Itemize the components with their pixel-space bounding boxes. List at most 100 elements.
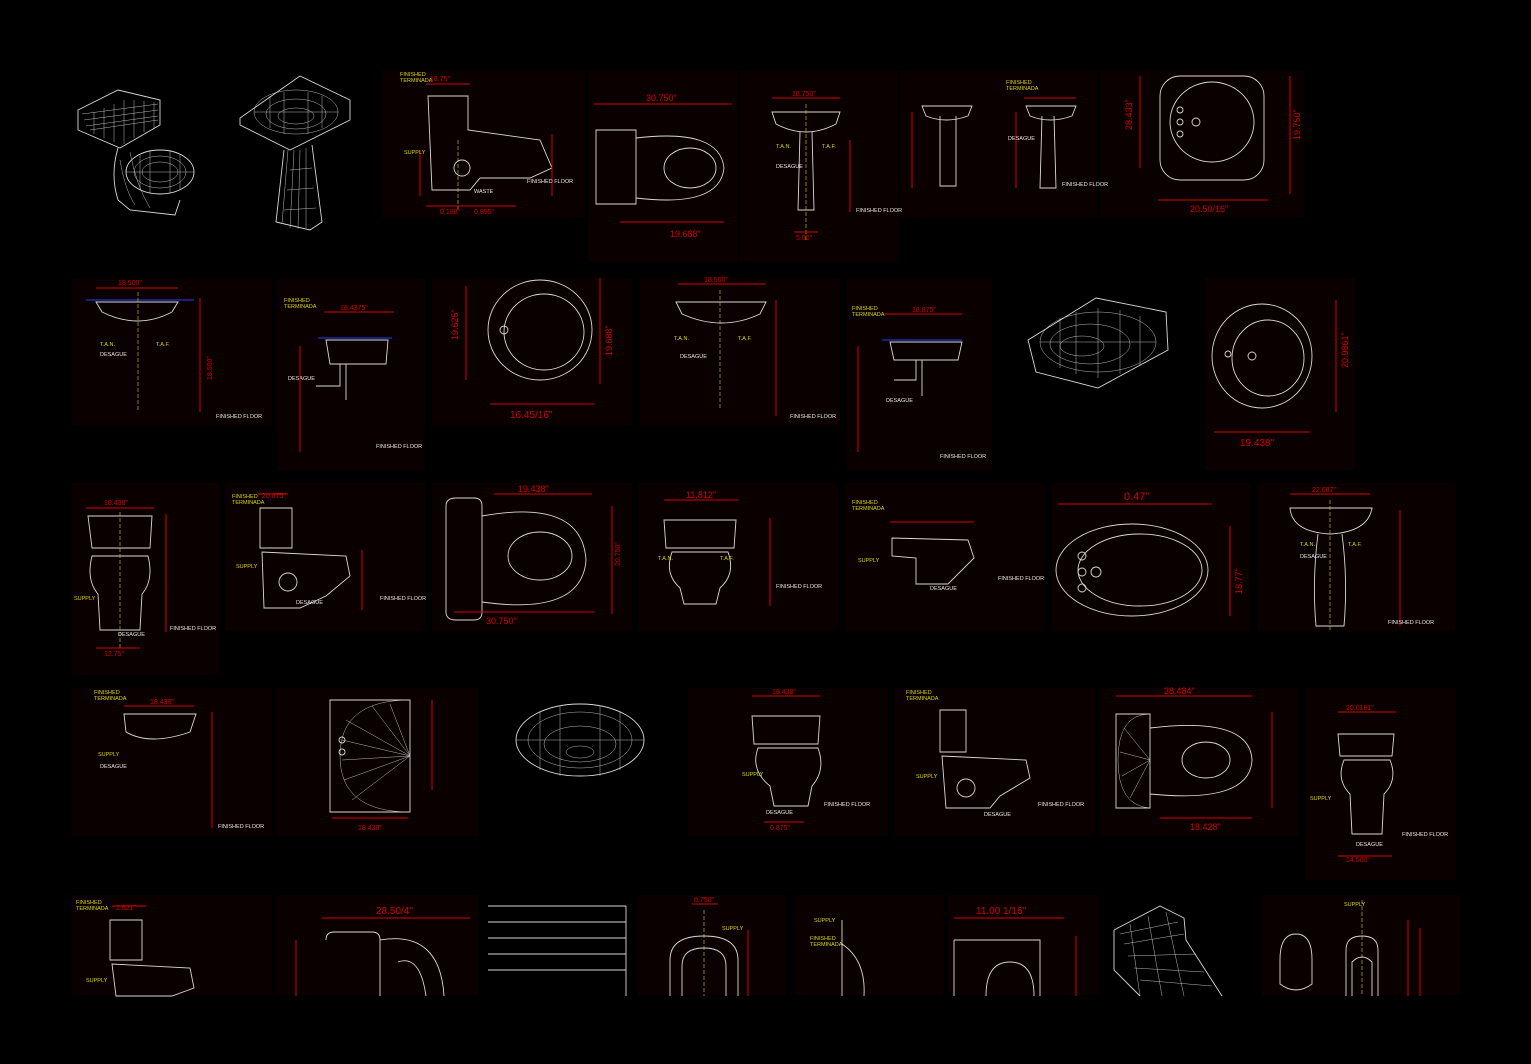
svg-text:19.438": 19.438": [772, 689, 796, 696]
svg-text:30.750": 30.750": [486, 616, 517, 626]
svg-text:FINISHED FLOOR: FINISHED FLOOR: [776, 584, 822, 590]
svg-text:FINISHED: FINISHED: [1006, 80, 1032, 86]
svg-text:DESAGUE: DESAGUE: [118, 632, 145, 638]
two-piece-toilet-side-elevation: FINISHED TERMINADA 20.875" SUPPLY DESAGU…: [232, 493, 426, 610]
svg-text:18.500": 18.500": [207, 356, 214, 380]
svg-text:16.45/16": 16.45/16": [510, 410, 553, 421]
svg-text:T.A.F.: T.A.F.: [1348, 542, 1362, 548]
svg-text:DESAGUE: DESAGUE: [1008, 136, 1035, 142]
svg-text:11.812": 11.812": [686, 490, 716, 500]
svg-text:DESAGUE: DESAGUE: [288, 376, 315, 382]
urinal-3d-wireframe: [1113, 905, 1223, 997]
grid-lines-panel: [488, 905, 627, 996]
svg-text:FINISHED FLOOR: FINISHED FLOOR: [1388, 620, 1434, 626]
svg-text:SUPPLY: SUPPLY: [742, 772, 764, 778]
countertop-sink-front-elevation: 18.500" T.A.N. T.A.F. DESAGUE 18.500" FI…: [86, 280, 262, 420]
svg-text:19.750": 19.750": [1292, 109, 1302, 140]
svg-text:FINISHED FLOOR: FINISHED FLOOR: [940, 454, 986, 460]
svg-text:DESAGUE: DESAGUE: [776, 164, 803, 170]
svg-text:TERMINADA: TERMINADA: [906, 696, 939, 702]
svg-text:18.4375": 18.4375": [340, 305, 368, 312]
svg-text:FINISHED: FINISHED: [76, 900, 102, 906]
svg-text:20.875": 20.875": [262, 493, 286, 500]
svg-text:FINISHED FLOOR: FINISHED FLOOR: [376, 444, 422, 450]
svg-text:SUPPLY: SUPPLY: [404, 150, 426, 156]
drawing-panels: [72, 70, 1460, 995]
svg-text:DESAGUE: DESAGUE: [984, 812, 1011, 818]
svg-text:FINISHED: FINISHED: [810, 936, 836, 942]
svg-text:T.A.F.: T.A.F.: [720, 556, 734, 562]
toilet-front-elevation: 19.438" SUPPLY DESAGUE FINISHED FLOOR 0.…: [742, 689, 870, 832]
svg-text:18.875": 18.875": [912, 307, 936, 314]
svg-text:FINISHED FLOOR: FINISHED FLOOR: [380, 596, 426, 602]
svg-text:28.433": 28.433": [1124, 99, 1134, 130]
svg-text:FINISHED FLOOR: FINISHED FLOOR: [998, 576, 1044, 582]
svg-text:12.75": 12.75": [104, 651, 125, 658]
svg-text:30.750": 30.750": [646, 93, 677, 103]
svg-text:28.484": 28.484": [1164, 686, 1195, 696]
svg-text:FINISHED: FINISHED: [284, 298, 310, 304]
svg-text:DESAGUE: DESAGUE: [680, 354, 707, 360]
svg-text:SUPPLY: SUPPLY: [1344, 902, 1366, 908]
svg-text:FINISHED: FINISHED: [232, 494, 258, 500]
svg-text:FINISHED: FINISHED: [852, 306, 878, 312]
svg-text:18.428": 18.428": [1190, 822, 1221, 832]
svg-text:TERMINADA: TERMINADA: [1006, 86, 1039, 92]
svg-text:T.A.F.: T.A.F.: [822, 144, 836, 150]
svg-text:DESAGUE: DESAGUE: [296, 600, 323, 606]
svg-text:FINISHED: FINISHED: [852, 500, 878, 506]
wall-hung-sink-side-elevation: FINISHED TERMINADA 18.438" SUPPLY DESAGU…: [94, 690, 264, 830]
toilet-side-elevation-2: FINISHED TERMINADA SUPPLY DESAGUE FINISH…: [906, 690, 1084, 818]
svg-text:0.188": 0.188": [440, 209, 461, 216]
svg-text:DESAGUE: DESAGUE: [1356, 842, 1383, 848]
toilet-side-elevation-3: FINISHED TERMINADA 2.621" SUPPLY: [76, 900, 195, 997]
svg-text:18.75": 18.75": [430, 76, 451, 83]
svg-text:19.438": 19.438": [518, 484, 549, 494]
toilet-plan-view-3: 28.50/4": [295, 906, 470, 997]
countertop-sink-side-elevation: FINISHED TERMINADA 18.4375" DESAGUE FINI…: [284, 298, 422, 452]
pedestal-sink-side-elevations: FINISHED TERMINADA DESAGUE FINISHED FLOO…: [911, 80, 1108, 189]
compact-toilet-front-elevation: 20.0181" SUPPLY DESAGUE FINISHED FLOOR 1…: [1310, 705, 1448, 864]
svg-text:11.00 1/16": 11.00 1/16": [976, 906, 1027, 917]
svg-text:18.500": 18.500": [704, 277, 728, 284]
one-piece-toilet-front-elevation: 11.812" T.A.N. T.A.F. FINISHED FLOOR: [658, 490, 822, 606]
svg-text:FINISHED FLOOR: FINISHED FLOOR: [824, 802, 870, 808]
svg-text:18.750": 18.750": [792, 91, 816, 98]
urinal-side-elevation: SUPPLY FINISHED TERMINADA: [810, 918, 865, 997]
svg-text:TERMINADA: TERMINADA: [94, 696, 127, 702]
svg-text:DESAGUE: DESAGUE: [766, 810, 793, 816]
svg-text:28.50/4": 28.50/4": [376, 906, 413, 917]
svg-text:TERMINADA: TERMINADA: [284, 304, 317, 310]
svg-text:SUPPLY: SUPPLY: [814, 918, 836, 924]
svg-text:2.621": 2.621": [116, 905, 137, 912]
svg-text:20.0181": 20.0181": [1346, 705, 1374, 712]
svg-text:18.500": 18.500": [118, 280, 142, 287]
svg-text:DESAGUE: DESAGUE: [1300, 554, 1327, 560]
svg-text:TERMINADA: TERMINADA: [810, 942, 843, 948]
vessel-bowl-3d-wireframe: [515, 703, 645, 777]
svg-text:0.875": 0.875": [770, 825, 791, 832]
svg-text:FINISHED: FINISHED: [94, 690, 120, 696]
svg-text:0.750": 0.750": [694, 897, 715, 904]
svg-text:T.A.N.: T.A.N.: [1300, 542, 1315, 548]
svg-text:18.438": 18.438": [104, 500, 128, 507]
svg-text:T.A.N.: T.A.N.: [100, 342, 115, 348]
svg-text:TERMINADA: TERMINADA: [232, 500, 265, 506]
svg-text:DESAGUE: DESAGUE: [886, 398, 913, 404]
svg-text:FINISHED FLOOR: FINISHED FLOOR: [1402, 832, 1448, 838]
urinal-plan-view: 11.00 1/16": [953, 906, 1077, 997]
svg-text:T.A.N.: T.A.N.: [674, 336, 689, 342]
oval-sink-plan-view: 19.625" 19.688" 16.45/16": [450, 278, 614, 421]
svg-text:18.77": 18.77": [1234, 568, 1244, 594]
toilet-side-elevation: FINISHED TERMINADA 18.75" SUPPLY WASTE F…: [400, 72, 573, 216]
finished-wall-label-es: TERMINADA: [400, 78, 433, 84]
svg-text:T.A.F.: T.A.F.: [156, 342, 170, 348]
elongated-toilet-plan-view: 19.438" 20.750" 30.750": [445, 484, 622, 626]
svg-text:5.50": 5.50": [796, 235, 813, 242]
round-sink-plan-view: 20.9861" 19.438": [1211, 300, 1350, 449]
svg-text:TERMINADA: TERMINADA: [852, 312, 885, 318]
svg-text:FINISHED FLOOR: FINISHED FLOOR: [218, 824, 264, 830]
pedestal-sink-3d-wireframe: [239, 75, 351, 231]
svg-text:FINISHED: FINISHED: [906, 690, 932, 696]
